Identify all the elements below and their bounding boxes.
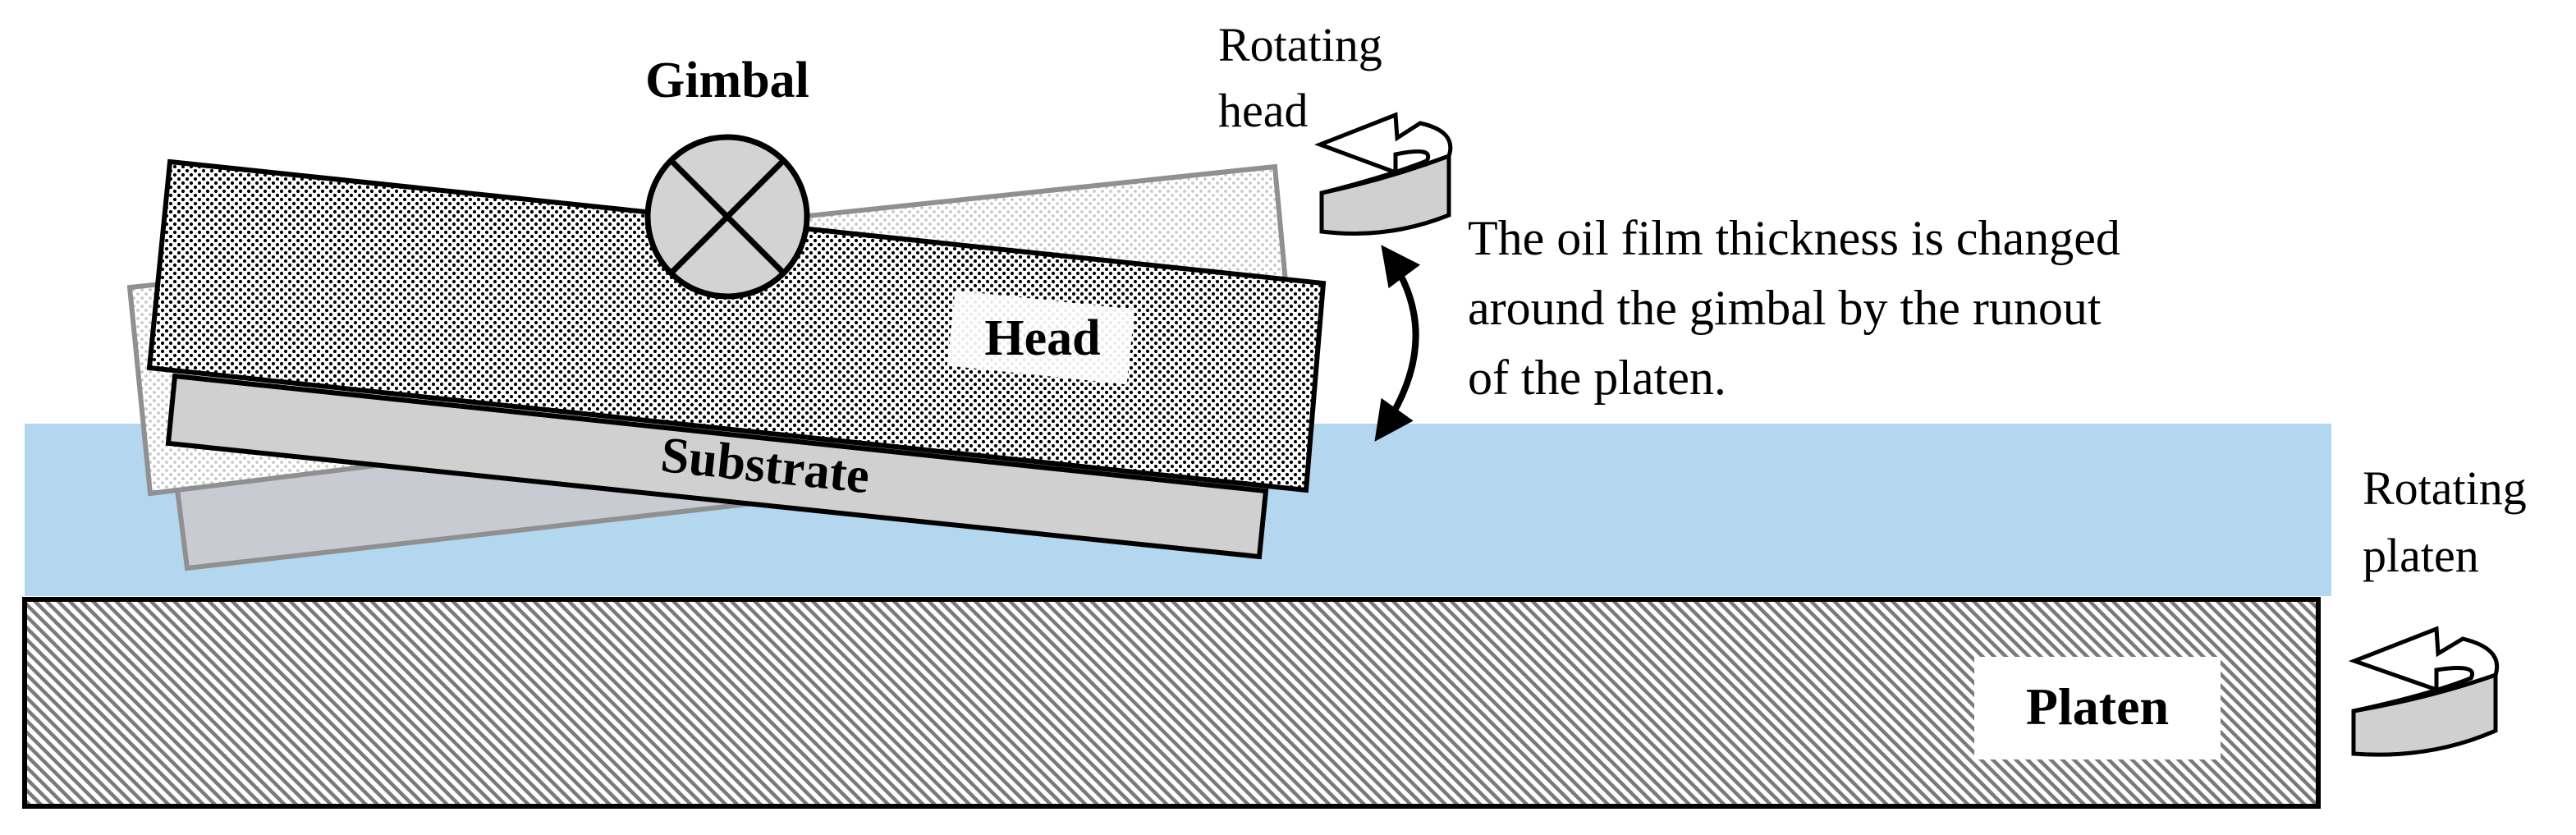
rotating-head-label: Rotating head (1218, 18, 1394, 137)
substrate-block (165, 373, 1269, 560)
head-block (146, 158, 1327, 493)
rotating-platen-label: Rotating platen (2363, 461, 2538, 582)
rotating-platen-arrow-icon (2348, 626, 2499, 757)
oil-film-change-arrow-icon (1374, 245, 1421, 442)
rotating-head-arrow-icon (1313, 112, 1453, 236)
head-label-background (947, 290, 1135, 385)
platen-block (22, 597, 2321, 809)
head-assembly: Substrate Head (146, 158, 1327, 560)
platen-label-background (1974, 657, 2221, 759)
gimbal-icon (644, 134, 810, 300)
head-label: Head (984, 310, 1100, 366)
platen-label: Platen (2026, 677, 2169, 736)
oil-film-note: The oil film thickness is changed around… (1468, 211, 2133, 405)
gimbal-label: Gimbal (645, 53, 809, 108)
